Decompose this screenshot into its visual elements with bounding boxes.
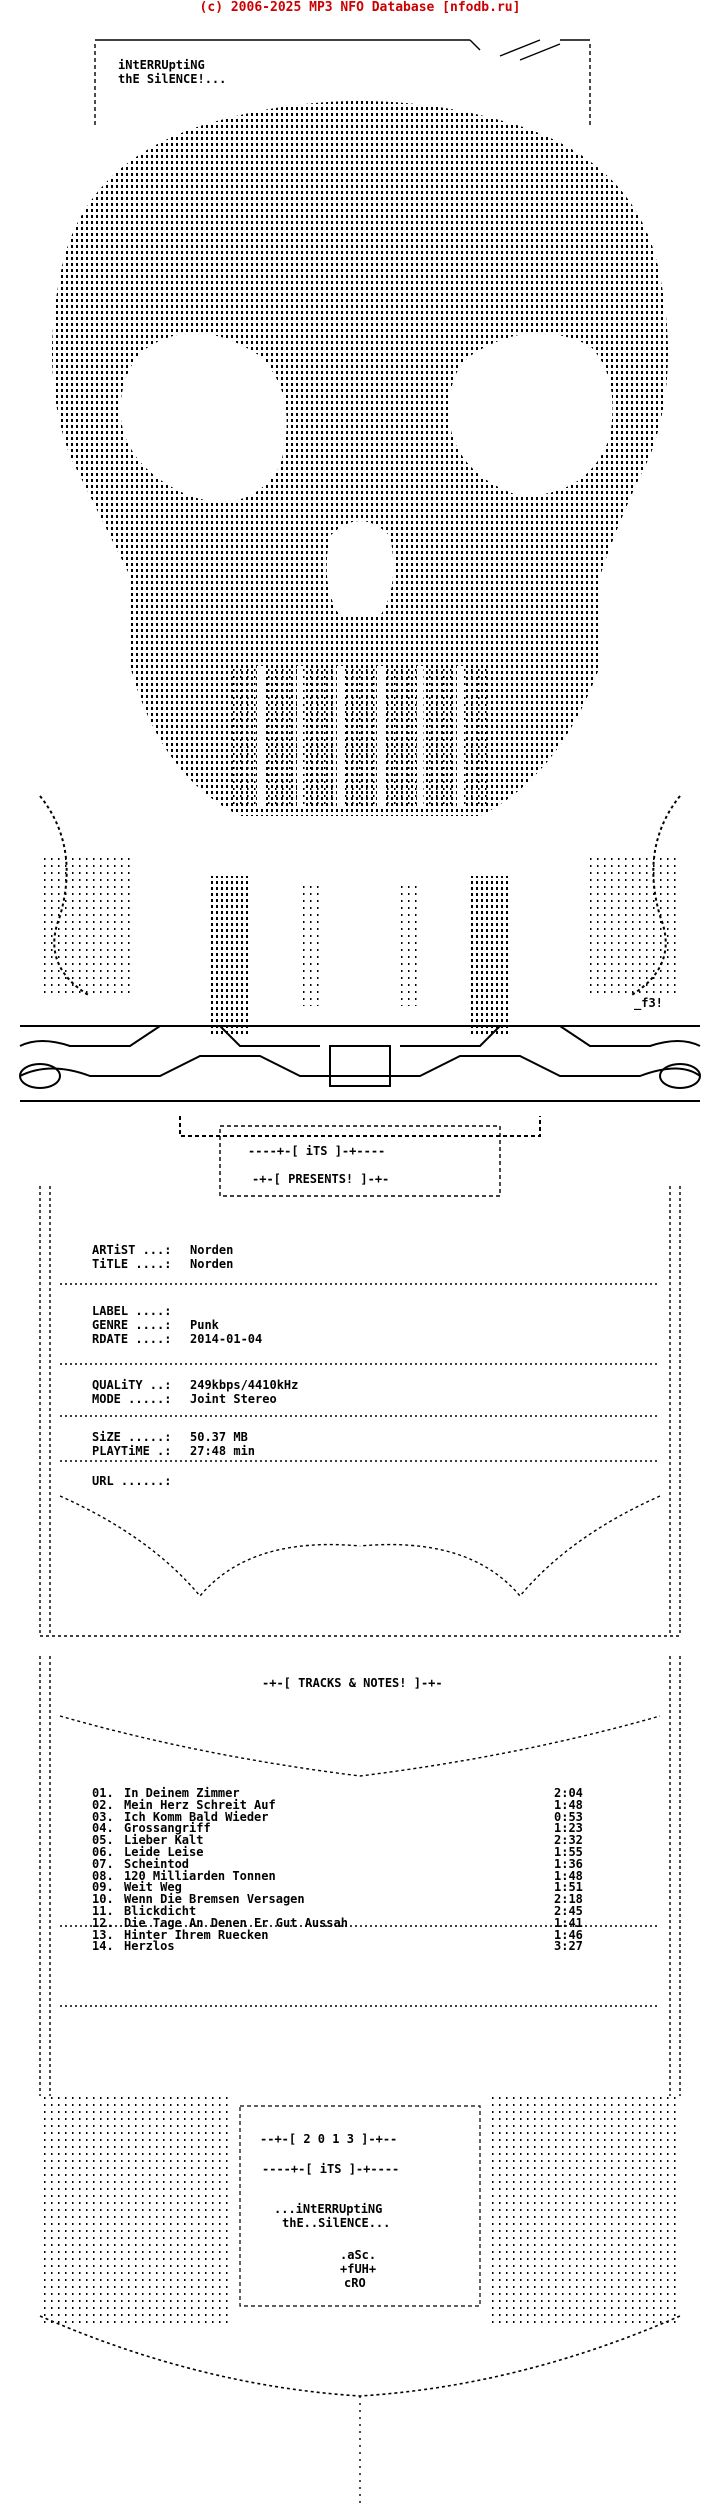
track-number: 12. [92, 1915, 114, 1930]
rdate-value: 2014-01-04 [190, 1332, 263, 1346]
bottom-ornament [39, 2096, 681, 2506]
track-title: Die Tage An Denen Er Gut Aussah [124, 1915, 348, 1930]
track-title: 120 Milliarden Tonnen [124, 1868, 276, 1883]
track-title: Ich Komm Bald Wieder [124, 1809, 269, 1824]
footer-credit-1: .aSc. [340, 2248, 377, 2262]
quality-label: QUALiTY ..: [92, 1378, 172, 1392]
footer-credit-2: +fUH+ [340, 2262, 377, 2276]
tracks-header: -+-[ TRACKS & NOTES! ]-+- [262, 1676, 443, 1690]
footer-year: --+-[ 2 0 1 3 ]-+-- [260, 2132, 398, 2146]
track-title: Wenn Die Bremsen Versagen [124, 1892, 305, 1907]
track-time: 2:18 [554, 1892, 583, 1907]
track-number: 13. [92, 1927, 114, 1942]
presents-title: -+-[ PRESENTS! ]-+- [252, 1172, 390, 1186]
footer-credit-3: cRO [344, 2276, 366, 2290]
track-number: 01. [92, 1786, 114, 1800]
size-value: 50.37 MB [190, 1430, 248, 1444]
mode-label: MODE .....: [92, 1392, 172, 1406]
artist-label: ARTiST ...: [92, 1243, 172, 1257]
track-title: Herzlos [124, 1939, 175, 1954]
track-time: 1:55 [554, 1845, 583, 1859]
playtime-value: 27:48 min [190, 1444, 256, 1458]
presents-frame [219, 1125, 501, 1197]
logo-band [19, 1025, 701, 1137]
track-title: Weit Weg [124, 1880, 182, 1895]
title-value: Norden [190, 1257, 234, 1271]
track-time: 1:48 [554, 1797, 583, 1812]
playtime-label: PLAYTiME .: [92, 1444, 172, 1458]
track-number: 03. [92, 1809, 114, 1824]
track-time: 2:45 [554, 1904, 583, 1918]
track-time: 1:41 [554, 1915, 583, 1930]
ascii-art-drawing [19, 39, 701, 2506]
track-title: Grossangriff [124, 1821, 211, 1836]
track-number: 04. [92, 1821, 114, 1836]
track-time: 1:51 [554, 1880, 583, 1895]
genre-value: Punk [190, 1318, 219, 1332]
title-label: TiTLE ....: [92, 1257, 172, 1271]
artist-value: Norden [190, 1243, 234, 1257]
url-label: URL ......: [92, 1474, 172, 1488]
top-frame [94, 39, 591, 126]
track-title: Hinter Ihrem Ruecken [124, 1927, 269, 1942]
track-time: 1:46 [554, 1927, 583, 1942]
track-time: 0:53 [554, 1809, 583, 1824]
track-number: 11. [92, 1904, 114, 1918]
track-time: 3:27 [554, 1939, 583, 1954]
tracks-frame [39, 1656, 681, 2096]
mode-value: Joint Stereo [190, 1392, 277, 1406]
size-label: SiZE .....: [92, 1430, 172, 1444]
page-header: (c) 2006-2025 MP3 NFO Database [nfodb.ru… [199, 0, 521, 15]
track-number: 14. [92, 1939, 114, 1954]
track-time: 1:48 [554, 1868, 583, 1883]
footer-group-line2: thE..SilENCE... [282, 2216, 391, 2230]
group-name-line2: thE SilENCE!... [118, 72, 227, 86]
nfo-art: iNtERRUptiNG thE SilENCE!... _f3! ----+-… [0, 16, 720, 2516]
track-title: In Deinem Zimmer [124, 1786, 240, 1800]
track-title: Leide Leise [124, 1845, 204, 1859]
info-frame [39, 1186, 681, 1637]
track-time: 1:23 [554, 1821, 583, 1836]
track-number: 08. [92, 1868, 114, 1883]
track-title: Mein Herz Schreit Auf [124, 1797, 276, 1812]
skull-art [39, 101, 681, 1036]
genre-label: GENRE ....: [92, 1318, 172, 1332]
rdate-label: RDATE ....: [92, 1332, 172, 1346]
track-number: 05. [92, 1833, 114, 1848]
footer-group-line1: ...iNtERRUptiNG [274, 2202, 383, 2216]
track-title: Lieber Kalt [124, 1833, 204, 1848]
logo-tag: _f3! [634, 996, 663, 1010]
track-time: 2:32 [554, 1833, 583, 1848]
track-number: 06. [92, 1845, 114, 1859]
track-time: 1:36 [554, 1856, 583, 1871]
track-title: Scheintod [124, 1856, 190, 1871]
label-label: LABEL ....: [92, 1304, 172, 1318]
track-time: 2:04 [554, 1786, 583, 1800]
quality-value: 249kbps/4410kHz [190, 1378, 299, 1392]
group-name-line1: iNtERRUptiNG [118, 58, 205, 72]
track-number: 09. [92, 1880, 114, 1895]
footer-its: ----+-[ iTS ]-+---- [262, 2162, 400, 2176]
track-number: 07. [92, 1856, 114, 1871]
presents-its: ----+-[ iTS ]-+---- [248, 1144, 386, 1158]
track-number: 10. [92, 1892, 114, 1907]
track-number: 02. [92, 1797, 114, 1812]
track-title: Blickdicht [124, 1904, 197, 1918]
